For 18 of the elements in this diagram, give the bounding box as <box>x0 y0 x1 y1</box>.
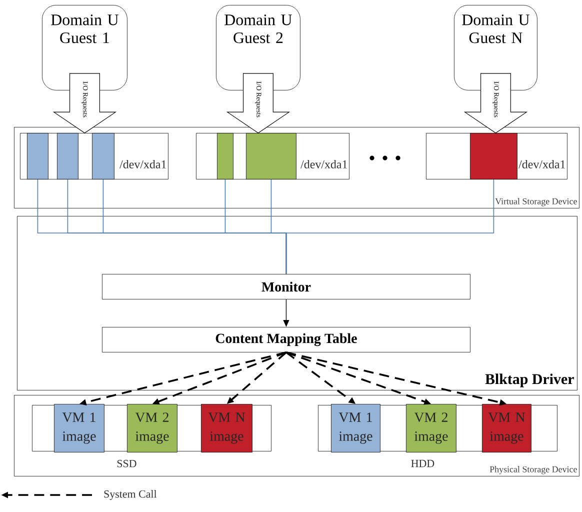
data-block <box>57 133 78 180</box>
vm-image-box: VM 1 image <box>54 404 104 452</box>
data-block <box>217 133 234 180</box>
vm-image-box: VM N image <box>482 404 532 452</box>
data-block <box>246 133 296 180</box>
table-box: Monitor <box>102 274 470 300</box>
legend-label: System Call <box>104 490 157 500</box>
vm-image-box: VM 2 image <box>127 404 178 452</box>
node-label: HDD <box>411 460 434 468</box>
table-box: Content Mapping Table <box>102 327 470 352</box>
node-label: SSD <box>117 460 136 468</box>
vm-image-box: VM N image <box>201 404 252 452</box>
data-block <box>470 133 518 180</box>
vm-image-box: VM 2 image <box>406 404 456 452</box>
data-block <box>92 133 114 180</box>
vm-image-box: VM 1 image <box>331 404 380 452</box>
connector-line <box>286 179 494 274</box>
data-block <box>27 133 48 180</box>
